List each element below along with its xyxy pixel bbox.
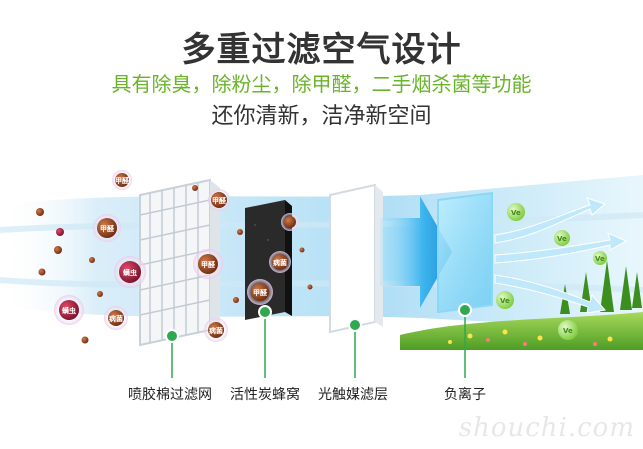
svg-text:螨虫: 螨虫 (123, 268, 137, 277)
ve-particles: Ve Ve Ve Ve Ve (496, 203, 607, 340)
air-flow-arrow (380, 196, 452, 308)
pollutant-particles: 甲醛 螨虫 螨虫 病菌 甲醛 甲醛 甲醛 病菌 病菌 甲醛 (36, 170, 313, 344)
mite-particle: 螨虫 (114, 256, 146, 288)
svg-text:Ve: Ve (563, 327, 573, 335)
svg-text:Ve: Ve (595, 255, 605, 263)
svg-text:甲醛: 甲醛 (115, 176, 130, 185)
feature-subtitle: 具有除臭，除粉尘，除甲醛，二手烟杀菌等功能 (111, 72, 532, 96)
svg-text:病菌: 病菌 (209, 326, 223, 335)
cotton-filter-panel (139, 178, 220, 347)
page-title: 多重过滤空气设计 (181, 30, 462, 70)
mite-particle: 螨虫 (54, 295, 84, 325)
layer-label-negative-ion: 负离子 (444, 387, 486, 403)
cotton-marker-dot (165, 329, 179, 343)
layer-label-photocatalyst: 光触媒滤层 (318, 387, 388, 403)
formaldehyde-particle: 甲醛 (193, 249, 223, 279)
formaldehyde-particle (281, 213, 299, 231)
svg-text:甲醛: 甲醛 (212, 196, 227, 205)
carbon-marker-dot (258, 305, 272, 319)
layer-label-cotton: 喷胶棉过滤网 (128, 387, 212, 403)
layer-markers (171, 310, 466, 378)
svg-text:甲醛: 甲醛 (201, 260, 216, 269)
negative-ion-panel (437, 191, 493, 314)
svg-text:Ve: Ve (511, 209, 521, 217)
svg-text:Ve: Ve (557, 235, 567, 243)
watermark: shouchi.com (458, 413, 635, 443)
photocatalyst-panel (329, 183, 383, 334)
bacteria-particle: 病菌 (204, 318, 228, 342)
photocatalyst-marker-dot (348, 318, 362, 332)
svg-text:甲醛: 甲醛 (253, 288, 268, 297)
ion-marker-dot (458, 303, 472, 317)
bacteria-particle: 病菌 (104, 306, 128, 330)
formaldehyde-particle: 甲醛 (247, 279, 273, 305)
svg-text:甲醛: 甲醛 (100, 224, 115, 233)
bacteria-particle: 病菌 (269, 251, 291, 273)
layer-label-carbon: 活性炭蜂窝 (230, 387, 300, 403)
formaldehyde-particle: 甲醛 (93, 214, 121, 242)
svg-text:螨虫: 螨虫 (62, 306, 76, 315)
svg-text:Ve: Ve (500, 297, 510, 305)
svg-text:病菌: 病菌 (273, 258, 287, 267)
formaldehyde-particle: 甲醛 (208, 189, 230, 211)
tagline: 还你清新，洁净新空间 (211, 104, 432, 129)
svg-text:病菌: 病菌 (109, 314, 123, 323)
clean-air-arrows (494, 197, 628, 314)
formaldehyde-particle: 甲醛 (112, 170, 132, 190)
